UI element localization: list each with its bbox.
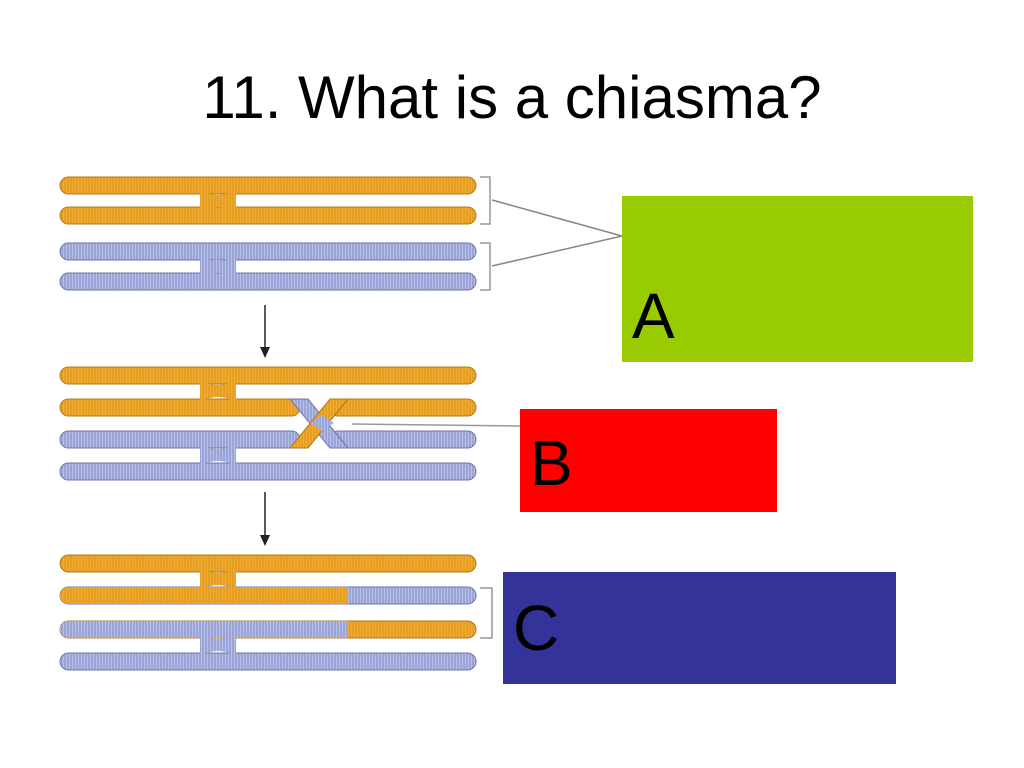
bracket-blue-stage-1	[480, 242, 491, 291]
pointer-line-a-2	[491, 235, 623, 267]
slide-title: 11. What is a chiasma?	[202, 64, 822, 131]
label-box-c: C	[503, 572, 896, 684]
recombinant-chromatid-orange-blue	[59, 586, 477, 605]
label-box-b: B	[520, 409, 777, 512]
arrow-down-1	[260, 305, 270, 358]
stage-3-recombinant-chromatids	[59, 554, 493, 671]
pointer-line-a-1	[491, 199, 623, 237]
orange-chromosome-stage-1	[59, 176, 477, 225]
pointer-line-b	[351, 423, 521, 427]
blue-chromosome-stage-1	[59, 242, 477, 291]
label-a-text: A	[632, 280, 675, 352]
stage-2-crossing-over	[59, 366, 521, 481]
bracket-orange-stage-1	[480, 176, 491, 225]
arrow-down-2	[260, 492, 270, 546]
stage-1-homologous-pair	[59, 176, 623, 291]
recombinant-chromatid-blue-orange	[59, 620, 477, 639]
bracket-recombinant	[480, 587, 493, 639]
label-b-text: B	[530, 427, 573, 499]
chiasma-crossover	[288, 398, 350, 449]
label-c-text: C	[513, 592, 560, 664]
label-box-a: A	[622, 196, 973, 362]
